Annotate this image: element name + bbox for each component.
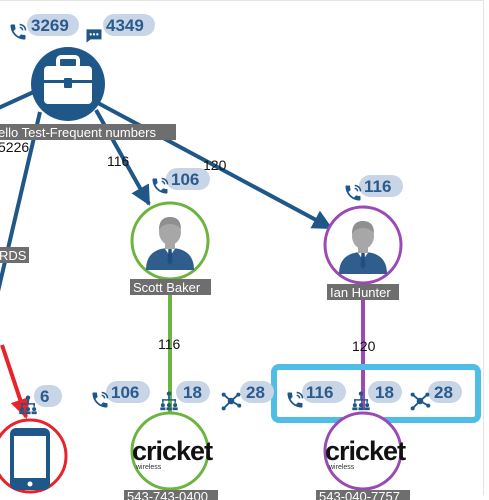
network-icon — [409, 391, 431, 412]
messages-badge-top-value: 4349 — [106, 16, 144, 35]
smartphone-icon — [10, 428, 50, 490]
cricket-right-network-badge[interactable]: 28 — [409, 381, 462, 412]
scott-baker-node[interactable] — [130, 201, 210, 281]
briefcase-icon — [44, 55, 92, 104]
cricket-left-node[interactable]: cricket wireless — [130, 411, 214, 491]
cricket-left-number-bg — [124, 490, 218, 500]
scott-label-bg — [130, 279, 211, 295]
cricket-left-group-value: 18 — [183, 383, 202, 402]
cricket-left-network-value: 28 — [246, 383, 265, 402]
cricket-right-group-value: 18 — [375, 383, 394, 402]
cricket-left-logo: cricket — [132, 436, 213, 466]
cricket-left-network-badge[interactable]: 28 — [220, 381, 274, 412]
phone-icon — [286, 391, 304, 409]
edge-case-ian[interactable] — [97, 101, 333, 230]
ian-label-bg — [327, 284, 399, 300]
calls-badge-top[interactable]: 3269 — [9, 14, 80, 41]
ian-hunter-node[interactable] — [323, 205, 403, 285]
cricket-right-calls-badge[interactable]: 116 — [286, 381, 347, 409]
cricket-right-calls-value: 116 — [306, 383, 333, 402]
phone-group-badge[interactable]: 6 — [19, 385, 62, 415]
ian-hunter-label: Ian Hunter — [330, 285, 391, 300]
phone-device-node[interactable] — [0, 418, 68, 494]
cricket-right-logo: cricket — [325, 436, 406, 466]
edge-case-left[interactable] — [0, 88, 39, 110]
cricket-right-number: 543-040-7757 — [319, 489, 400, 500]
cricket-left-calls-badge[interactable]: 106 — [91, 381, 151, 409]
cards-label-bg — [0, 247, 29, 263]
edge-label-side: 5226 — [0, 139, 29, 155]
network-icon — [220, 391, 242, 412]
phone-icon — [9, 23, 27, 41]
chat-icon — [86, 29, 102, 43]
phone-icon — [344, 184, 362, 202]
cricket-left-number: 543-743-0400 — [127, 489, 208, 500]
edge-label-case-scott: 116 — [107, 153, 130, 169]
group-icon — [19, 395, 37, 415]
phone-icon — [91, 391, 109, 409]
ian-calls-badge[interactable]: 116 — [344, 175, 404, 202]
edge-label-ian-cricket: 120 — [352, 338, 376, 354]
scott-baker-label: Scott Baker — [133, 280, 201, 295]
case-node-label: ello Test-Frequent numbers — [0, 125, 157, 140]
cricket-right-number-bg — [316, 490, 410, 500]
cricket-right-network-value: 28 — [434, 383, 453, 402]
phone-group-badge-value: 6 — [40, 387, 49, 406]
cricket-right-logo-sub: wireless — [328, 464, 355, 471]
cards-node-label: RDS — [0, 248, 27, 263]
cricket-left-logo-sub: wireless — [135, 464, 162, 471]
calls-badge-top-value: 3269 — [31, 16, 69, 35]
cricket-left-calls-value: 106 — [111, 383, 139, 402]
messages-badge-top[interactable]: 4349 — [86, 14, 156, 43]
cricket-right-group-badge[interactable]: 18 — [352, 381, 402, 411]
case-label-bg — [0, 124, 176, 140]
ian-calls-badge-value: 116 — [364, 177, 391, 196]
phone-icon — [151, 177, 169, 195]
scott-calls-badge[interactable]: 106 — [151, 168, 211, 195]
scott-calls-badge-value: 106 — [171, 170, 199, 189]
edge-label-case-ian: 120 — [203, 157, 227, 173]
edge-case-down-left[interactable] — [0, 111, 42, 300]
edge-label-scott-cricket: 116 — [158, 336, 181, 352]
cricket-left-group-badge[interactable]: 18 — [160, 381, 210, 411]
cricket-right-node[interactable]: cricket wireless — [323, 411, 407, 491]
case-node[interactable] — [31, 47, 105, 121]
